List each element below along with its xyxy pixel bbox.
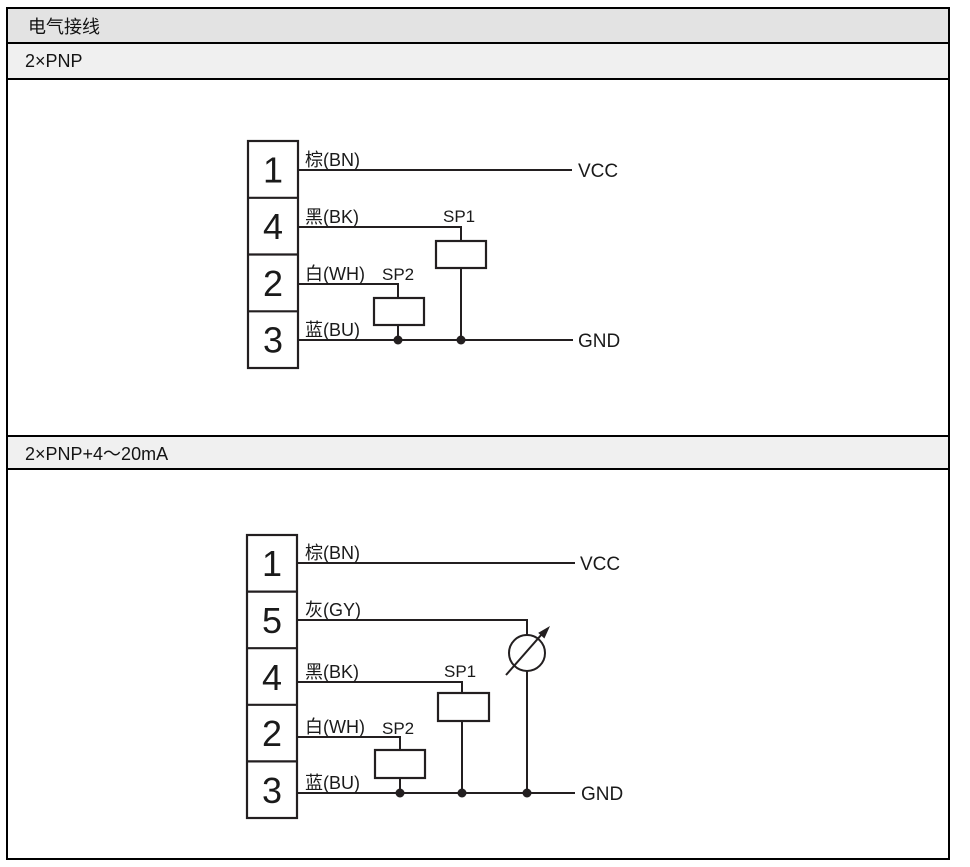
sp1-box [436, 691, 491, 723]
meter-arrow-shaft [505, 633, 543, 676]
pin-number: 3 [262, 770, 282, 811]
wire-blue-gnd: 蓝(BU) GND [298, 320, 620, 352]
diagram-2xpnp: 1 4 2 3 棕(BN) VCC 黑(BK) SP1 [246, 139, 620, 370]
connector-outline [245, 533, 299, 820]
pin-number: 5 [262, 600, 282, 641]
gnd-terminal-label: GND [578, 331, 620, 352]
pin-number: 4 [262, 657, 282, 698]
wire-blue-gnd: 蓝(BU) GND [297, 773, 623, 805]
wire-white-sp2: 白(WH) SP2 [297, 717, 427, 798]
section1-title: 2×PNP [25, 50, 83, 71]
wire-brown-vcc: 棕(BN) VCC [298, 150, 618, 182]
wire-black-sp1: 黑(BK) SP1 [297, 662, 491, 798]
pin-number: 2 [262, 713, 282, 754]
wire-label-white: 白(WH) [305, 717, 365, 737]
wire-line [297, 619, 528, 635]
pin-number: 3 [263, 320, 283, 361]
wire-grey-analog-output: 灰(GY) [297, 600, 550, 798]
section2-header-row: 2×PNP+4～20mA [8, 437, 948, 470]
pin-number: 1 [262, 543, 282, 584]
sp2-label: SP2 [382, 719, 414, 738]
wire-white-sp2: 白(WH) SP2 [298, 264, 426, 345]
wire-line [298, 226, 462, 241]
wire-line [297, 681, 463, 693]
sp1-label: SP1 [444, 662, 476, 681]
section2-title: 2×PNP+4～20mA [25, 443, 169, 464]
vcc-terminal-label: VCC [578, 161, 618, 182]
wire-label-blue: 蓝(BU) [305, 320, 360, 340]
connector-block-2: 1 5 4 2 3 [245, 533, 299, 820]
pin-number: 1 [263, 150, 283, 191]
wire-label-grey: 灰(GY) [305, 600, 361, 620]
sp2-box [373, 748, 427, 780]
wire-label-blue: 蓝(BU) [305, 773, 360, 793]
diagram-2xpnp-4-20ma: 1 5 4 2 3 棕(BN) VCC [245, 533, 623, 820]
gnd-terminal-label: GND [581, 784, 623, 805]
pin-number: 2 [263, 263, 283, 304]
sp1-label: SP1 [443, 207, 475, 226]
vcc-terminal-label: VCC [580, 554, 620, 575]
wire-label-black: 黑(BK) [305, 207, 359, 227]
connector-block-1: 1 4 2 3 [246, 139, 300, 370]
wire-label-black: 黑(BK) [305, 662, 359, 682]
page-title: 电气接线 [28, 16, 100, 37]
sp2-label: SP2 [382, 265, 414, 284]
wire-line [297, 736, 401, 750]
wire-label-brown: 棕(BN) [305, 150, 360, 170]
sp2-box [372, 296, 426, 327]
wire-label-brown: 棕(BN) [305, 543, 360, 563]
meter-arrow-head [538, 626, 550, 639]
wire-label-white: 白(WH) [305, 264, 365, 284]
wire-brown-vcc: 棕(BN) VCC [297, 543, 620, 575]
pin-number: 4 [263, 206, 283, 247]
section1-header-row: 2×PNP [8, 44, 948, 80]
wire-black-sp1: 黑(BK) SP1 [298, 207, 488, 345]
wire-line [298, 283, 399, 298]
sp1-box [434, 239, 488, 270]
table-header-row: 电气接线 [8, 9, 948, 44]
